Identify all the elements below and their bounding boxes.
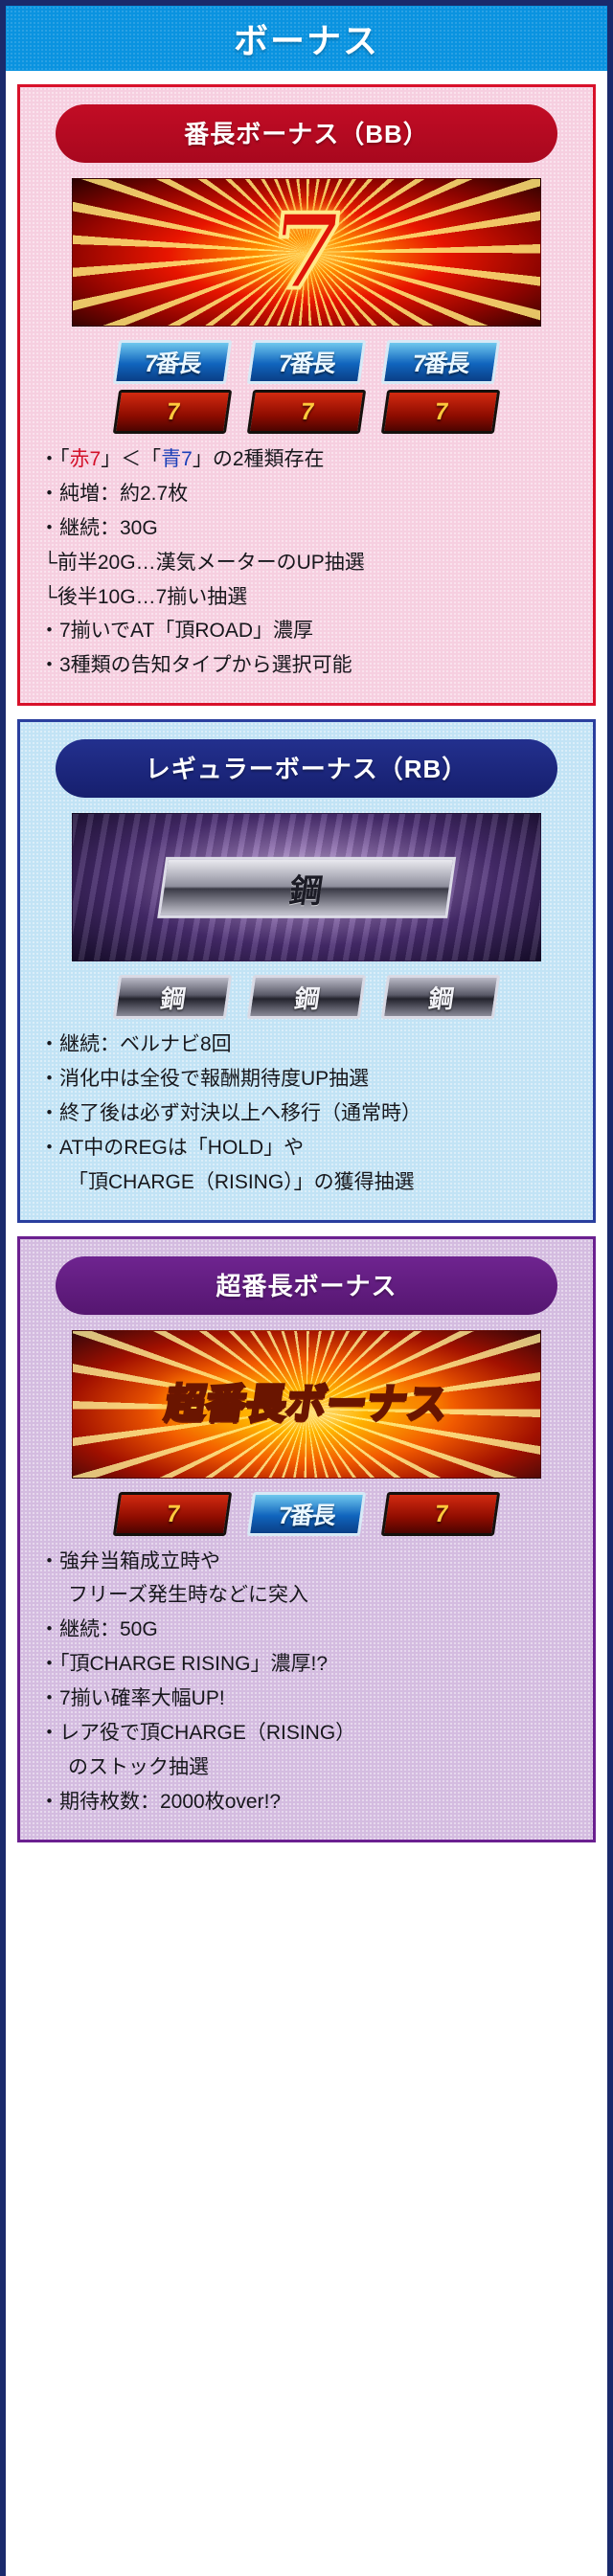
page-title: ボーナス [233,21,379,60]
blue-seven-symbol: 7番長 [246,340,367,384]
page-banner: ボーナス [6,0,607,71]
bb-reel-row-red7: 7 7 7 [34,390,579,434]
note-item: ・純増：約2.7枚 [39,482,189,505]
blue-seven-symbol: 7番長 [380,340,501,384]
note-item: ・AT中のREGは「HOLD」や [39,1136,305,1159]
section-bb: 番長ボーナス（BB） 7 7番長 7番長 7番長 7 7 7 ・「赤7」＜「青7… [17,84,596,707]
bb-reel-row-blue7: 7番長 7番長 7番長 [34,340,579,384]
section-sbb-title: 超番長ボーナス [55,1255,558,1315]
kou-symbol: 鋼 [380,975,501,1020]
note-item: ・期待枚数：2000枚over!? [39,1790,282,1813]
blue-seven-symbol: 7番長 [112,340,233,384]
section-rb-title: レギュラーボーナス（RB） [55,739,558,799]
blue-seven-symbol: 7番長 [246,1491,367,1536]
rb-hero-image: 鋼 [71,813,542,962]
super-bonus-art-text: 超番長ボーナス [161,1379,452,1427]
note-item: ・7揃い確率大幅UP! [39,1687,225,1709]
note-item: ・継続：ベルナビ8回 [39,1033,232,1056]
note-item: └後半10G…7揃い抽選 [43,585,248,608]
note-mid: 」＜「 [101,448,162,470]
kou-symbol: 鋼 [112,975,233,1020]
note-item: ・継続：30G [39,516,158,539]
red-seven-symbol: 7 [112,1491,233,1536]
note-item: └前半20G…漢気メーターのUP抽選 [43,551,365,574]
note-item: ・レア役で頂CHARGE（RISING） [39,1721,356,1744]
red-seven-symbol: 7 [380,1491,501,1536]
kou-plate-art: 鋼 [157,856,456,918]
bb-hero-image: 7 [71,178,542,327]
sbb-notes: ・強弁当箱成立時や フリーズ発生時などに突入 ・継続：50G ・「頂CHARGE… [39,1549,576,1816]
note-item: ・継続：50G [39,1618,158,1641]
bb-notes: ・「赤7」＜「青7」の2種類存在 ・純増：約2.7枚 ・継続：30G └前半20… [39,447,576,679]
note-suffix: 」の2種類存在 [192,448,325,470]
rb-notes: ・継続：ベルナビ8回 ・消化中は全役で報酬期待度UP抽選 ・終了後は必ず対決以上… [39,1032,576,1195]
note-item: ・「頂CHARGE RISING」濃厚!? [39,1653,329,1676]
sbb-hero-image: 超番長ボーナス [71,1329,542,1479]
kou-symbol: 鋼 [246,975,367,1020]
note-item: フリーズ発生時などに突入 [68,1584,308,1607]
note-blue-term: 青7 [161,448,193,470]
sbb-reel-row: 7 7番長 7 [34,1491,579,1536]
note-item: ・「赤7」＜「青7」の2種類存在 [39,447,576,473]
red-seven-symbol: 7 [112,390,233,434]
red-seven-symbol: 7 [380,390,501,434]
note-prefix: ・「 [39,448,70,470]
red-seven-symbol: 7 [246,390,367,434]
section-bb-title: 番長ボーナス（BB） [55,104,558,163]
note-item: ・消化中は全役で報酬期待度UP抽選 [39,1068,370,1090]
rb-reel-row-kou: 鋼 鋼 鋼 [34,975,579,1020]
note-item: ・7揃いでAT「頂ROAD」濃厚 [39,620,313,643]
red-seven-art: 7 [262,190,351,314]
note-item: ・強弁当箱成立時や [39,1549,220,1572]
note-item: のストック抽選 [68,1755,209,1778]
section-sbb: 超番長ボーナス 超番長ボーナス 7 7番長 7 ・強弁当箱成立時や フリーズ発生… [17,1235,596,1842]
section-rb: レギュラーボーナス（RB） 鋼 鋼 鋼 鋼 ・継続：ベルナビ8回 ・消化中は全役… [17,719,596,1223]
note-item: ・終了後は必ず対決以上へ移行（通常時） [39,1101,421,1124]
note-item: 「頂CHARGE（RISING）」の獲得抽選 [68,1170,415,1193]
note-red-term: 赤7 [69,448,102,470]
note-item: ・3種類の告知タイプから選択可能 [39,654,352,677]
